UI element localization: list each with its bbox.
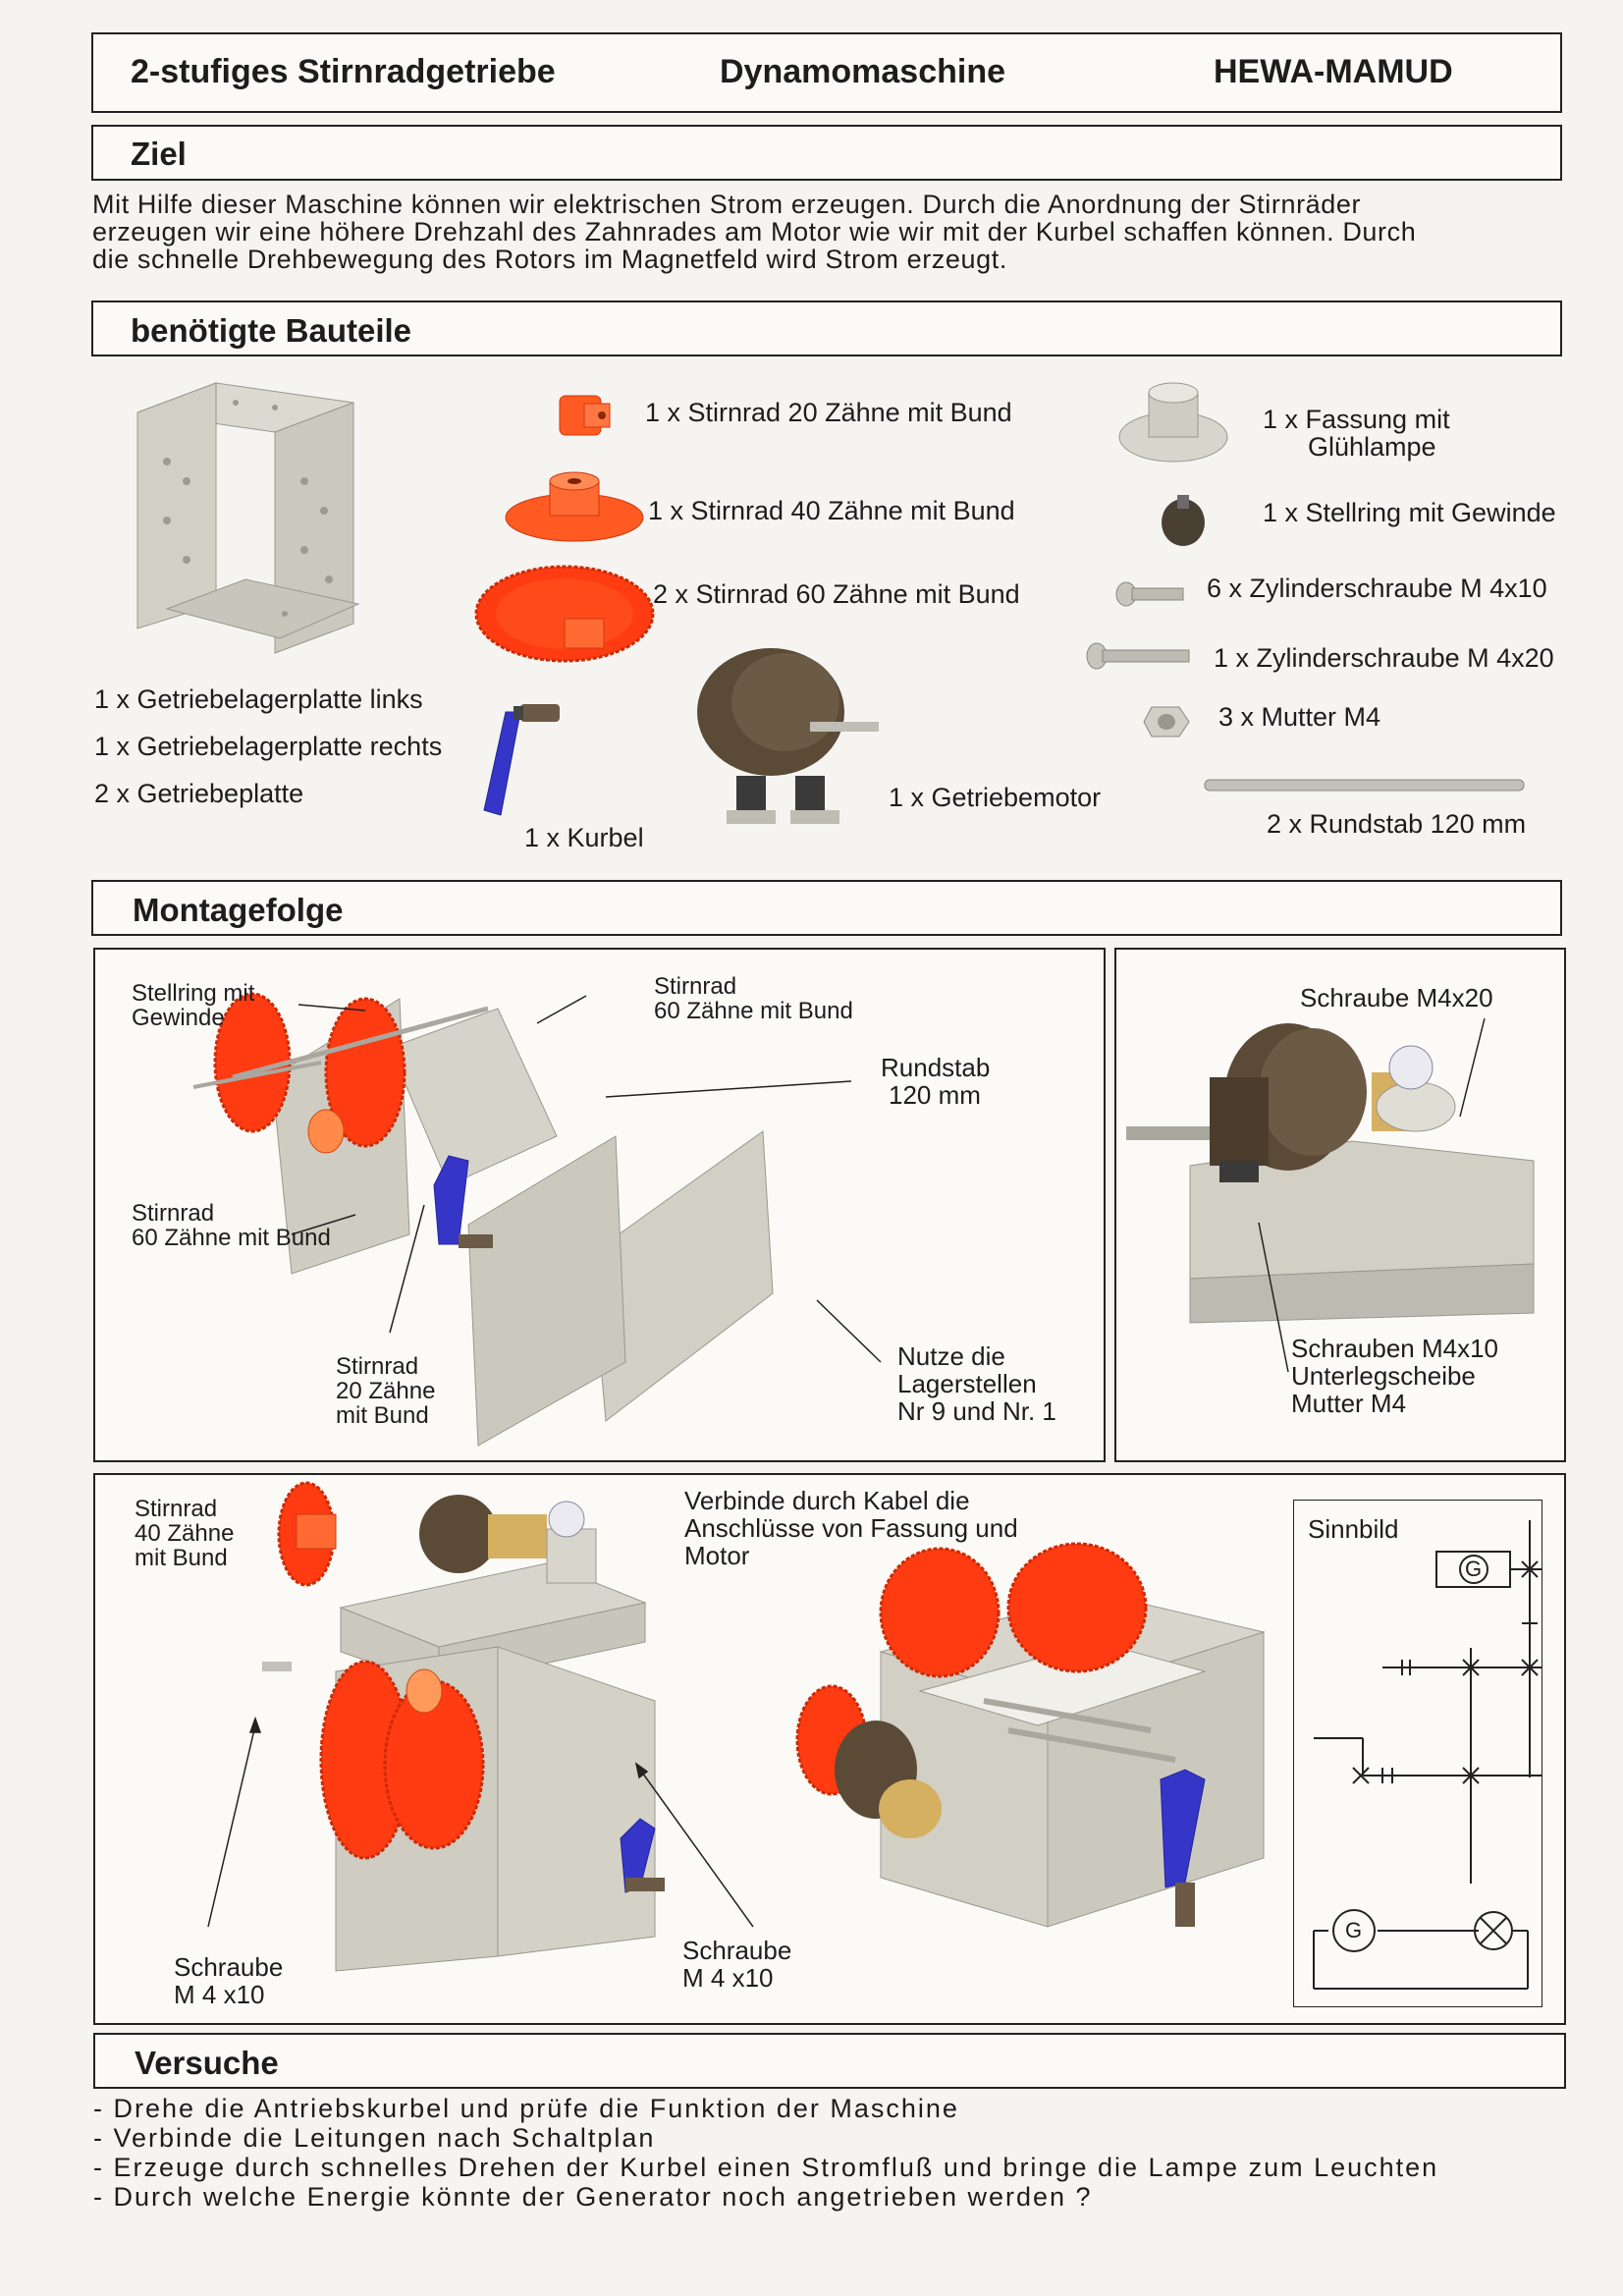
part-stellring: 1 x Stellring mit Gewinde [1263,498,1556,527]
montage-heading-box: Montagefolge [91,880,1562,936]
bauteile-heading-box: benötigte Bauteile [91,301,1562,356]
versuche-item: - Verbinde die Leitungen nach Schaltplan [93,2123,656,2153]
label-gear60-top: Stirnrad 60 Zähne mit Bund [654,974,853,1023]
label-line: Unterlegscheibe [1291,1361,1476,1391]
crank-icon [483,704,560,816]
sinnbild-label: Sinnbild [1308,1514,1399,1544]
label-line: Gewinde [132,1005,225,1031]
generator-label-bottom: G [1345,1918,1363,1942]
label-line: Schrauben M4x10 [1291,1334,1499,1363]
part-fassung-line1: 1 x Fassung mit [1263,405,1450,434]
gear-20-icon [559,395,611,436]
label-line: Schraube [682,1936,792,1965]
label-line: Lagerstellen [897,1369,1037,1398]
ziel-line: Mit Hilfe dieser Maschine können wir ele… [92,190,1362,219]
gearbox-frame-illustration [136,382,360,654]
part-kurbel: 1 x Kurbel [524,823,644,852]
label-line: Stellring mit [132,980,255,1007]
label-line: 60 Zähne mit Bund [654,998,853,1024]
label-verbinde: Verbinde durch Kabel die Anschlüsse von … [684,1487,1018,1569]
versuche-heading: Versuche [135,2045,279,2081]
callout-lines [1258,1017,1486,1373]
part-mutter: 3 x Mutter M4 [1218,702,1381,732]
label-line: M 4 x10 [174,1980,265,2009]
label-line: Verbinde durch Kabel die [684,1486,970,1515]
lamp-socket-icon [1118,382,1228,463]
label-line: Stirnrad [135,1496,218,1522]
label-rundstab: Rundstab 120 mm [881,1054,990,1109]
gear-40-icon [505,471,644,542]
generator-label-top: G [1465,1557,1483,1581]
versuche-item: - Drehe die Antriebskurbel und prüfe die… [93,2094,959,2123]
label-line: Stirnrad [654,973,737,1000]
montage-panel-3: Stirnrad 40 Zähne mit Bund Verbinde durc… [93,1473,1566,2025]
versuche-item: - Erzeuge durch schnelles Drehen der Kur… [93,2153,1439,2182]
label-line: Rundstab [881,1053,991,1082]
label-line: Nutze die [897,1341,1005,1371]
label-line: 40 Zähne [135,1520,235,1547]
label-schraube-left: Schraube M 4 x10 [174,1953,283,2008]
versuche-heading-box: Versuche [93,2033,1566,2089]
label-line: Stirnrad [336,1353,419,1380]
title-right: HEWA-MAMUD [1214,53,1453,90]
part-plate: 2 x Getriebeplatte [94,779,304,808]
label-line: mit Bund [336,1402,429,1429]
part-schraube20: 1 x Zylinderschraube M 4x20 [1214,643,1554,673]
title-center: Dynamomaschine [720,53,1005,90]
label-line: 120 mm [889,1080,981,1110]
label-stellring: Stellring mit Gewinde [132,981,254,1030]
callout-lines [207,1716,754,1928]
ziel-text: Mit Hilfe dieser Maschine können wir ele… [92,191,1575,273]
stellring-icon [1162,495,1205,546]
callout-lines [291,995,882,1363]
montage-panel-2: Schraube M4x20 Schrauben M4x10 Unterlegs… [1114,948,1566,1462]
label-schraube-m4x20: Schraube M4x20 [1300,983,1493,1012]
part-plate-left: 1 x Getriebelagerplatte links [94,684,423,714]
part-gear-40: 1 x Stirnrad 40 Zähne mit Bund [648,496,1015,525]
versuche-item: - Durch welche Energie könnte der Genera… [93,2182,1093,2212]
title-bar: 2-stufiges Stirnradgetriebe Dynamomaschi… [91,32,1562,113]
part-gear-20: 1 x Stirnrad 20 Zähne mit Bund [645,398,1012,427]
ziel-heading: Ziel [131,136,187,172]
label-line: M 4 x10 [682,1963,774,1993]
gear-schematic-symbol [1313,1520,1542,1990]
montage-panel-1: Stellring mit Gewinde Stirnrad 60 Zähne … [93,948,1106,1462]
title-left: 2-stufiges Stirnradgetriebe [131,53,556,90]
gear-motor-icon [697,648,879,824]
part-fassung-line2: Glühlampe [1308,432,1436,462]
label-line: Nr 9 und Nr. 1 [897,1396,1056,1426]
part-plate-right: 1 x Getriebelagerplatte rechts [94,732,443,761]
label-line: mit Bund [135,1545,228,1571]
part-schraube10: 6 x Zylinderschraube M 4x10 [1207,574,1547,603]
part-motor: 1 x Getriebemotor [889,783,1102,812]
label-line: Motor [684,1541,750,1570]
label-line: Mutter M4 [1291,1389,1407,1418]
label-schrauben-m4x10: Schrauben M4x10 Unterlegscheibe Mutter M… [1291,1335,1498,1417]
label-schraube-mid: Schraube M 4 x10 [682,1937,791,1992]
gear-60-icon [474,565,655,663]
montage-heading: Montagefolge [133,892,344,928]
label-line: Stirnrad [132,1200,215,1227]
label-gear60-left: Stirnrad 60 Zähne mit Bund [132,1201,331,1250]
screw-m4x10-icon [1115,581,1184,607]
label-line: 60 Zähne mit Bund [132,1225,331,1251]
assembly-steps-illustration [262,1481,1266,1972]
ziel-heading-box: Ziel [91,125,1562,181]
ziel-line: erzeugen wir eine höhere Drehzahl des Za… [92,217,1417,246]
label-line: Anschlüsse von Fassung und [684,1513,1018,1543]
rod-icon [1204,779,1525,792]
nut-icon [1143,706,1190,738]
exploded-assembly-illustration [192,992,774,1447]
label-line: 20 Zähne [336,1378,436,1404]
bauteile-heading: benötigte Bauteile [131,312,412,349]
label-gear20: Stirnrad 20 Zähne mit Bund [336,1354,435,1428]
label-line: Schraube [174,1952,284,1982]
label-lagerstellen: Nutze die Lagerstellen Nr 9 und Nr. 1 [897,1342,1056,1425]
label-gear40: Stirnrad 40 Zähne mit Bund [135,1497,234,1570]
part-rundstab: 2 x Rundstab 120 mm [1267,809,1527,839]
sinnbild-box: Sinnbild [1293,1500,1542,2007]
ziel-line: die schnelle Drehbewegung des Rotors im … [92,245,1007,274]
part-gear-60: 2 x Stirnrad 60 Zähne mit Bund [653,579,1020,609]
screw-m4x20-icon [1086,642,1190,670]
